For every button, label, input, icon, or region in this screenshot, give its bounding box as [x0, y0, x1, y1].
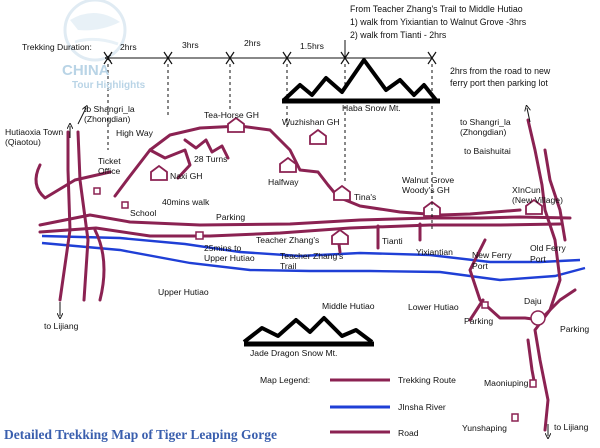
duration-label: Trekking Duration:: [22, 42, 92, 52]
label-woodys-gh: Woody's GH: [402, 185, 450, 195]
label-to-shangrila-right: to Shangri_la: [460, 117, 511, 127]
label-school: School: [130, 208, 157, 218]
maoniuping-marker: [529, 379, 537, 388]
halfway-gh-icon: [279, 156, 297, 173]
label-ticket: Ticket: [98, 156, 121, 166]
legend-swatches: [330, 378, 390, 434]
label-old-ferry-port: Port: [530, 254, 546, 264]
ticket-office-marker: [93, 187, 101, 195]
label-daju: Daju: [524, 296, 542, 306]
label-hutiaoxia: Hutiaoxia Town: [5, 127, 64, 137]
direction-arrows: [60, 108, 548, 436]
duration-segment: 2hrs: [244, 38, 261, 48]
jade-dragon-snow-mountain-icon: [242, 316, 374, 347]
watermark-globe-icon: [63, 0, 127, 62]
label-tianti: Tianti: [382, 236, 403, 246]
watermark-sub: Tour Highlights: [72, 80, 146, 91]
label-parking-daju: Parking: [560, 324, 590, 334]
label-old-ferry: Old Ferry: [530, 243, 566, 253]
label-hutiaoxia-sub: (Qiaotou): [5, 137, 41, 147]
trail-note-heading: From Teacher Zhang's Trail to Middle Hut…: [350, 4, 523, 14]
label-parking-mid: Parking: [216, 212, 246, 222]
label-naxi-gh: Naxi GH: [170, 171, 203, 181]
parking-lower-marker: [481, 301, 489, 309]
label-ticket-office: Office: [98, 166, 121, 176]
teacher-zhangs-gh-icon: [331, 228, 349, 245]
road-note-line2: ferry port then parking lot: [450, 78, 548, 88]
tinas-gh-icon: [333, 184, 351, 201]
yunshaping-marker: [511, 413, 519, 422]
label-tea-horse-gh: Tea-Horse GH: [204, 110, 259, 120]
label-to-lijiang-right: to Lijiang: [554, 422, 589, 432]
guesthouse-icons: [150, 116, 543, 245]
label-xincun: XInCun: [512, 185, 541, 195]
label-maoniuping: Maoniuping: [484, 378, 529, 388]
label-teacher-zhangs-trail: Teacher Zhang's: [280, 251, 344, 261]
trail-note-line2: 2) walk from Tianti - 2hrs: [350, 30, 447, 40]
parking-mid-marker: [195, 231, 204, 240]
label-wuzhishan-gh: Wuzhishan GH: [282, 117, 340, 127]
label-new-ferry-port: Port: [472, 261, 488, 271]
label-upper-hutiao-25: Upper Hutiao: [204, 253, 255, 263]
tea-horse-gh-icon: [227, 116, 245, 133]
watermark-name: CHINA: [62, 62, 110, 79]
label-halfway: Halfway: [268, 177, 299, 187]
label-28-turns: 28 Turns: [194, 154, 228, 164]
label-middle-hutiao: Middle Hutiao: [322, 301, 375, 311]
xincun-gh-icon: [525, 198, 543, 215]
label-walnut-grove: Walnut Grove: [402, 175, 455, 185]
map-title: Detailed Trekking Map of Tiger Leaping G…: [4, 427, 278, 442]
label-parking-lower: Parking: [464, 316, 494, 326]
label-new-ferry: New Ferry: [472, 250, 512, 260]
jinsha-river: [41, 234, 586, 282]
point-markers: [93, 187, 546, 422]
daju-marker: [530, 310, 546, 326]
label-yixiantian: Yixiantian: [416, 247, 453, 257]
haba-snow-mt-label: Haba Snow Mt.: [342, 103, 401, 113]
label-teacher-zhangs-trail-sub: Trail: [280, 261, 297, 271]
naxi-gh-icon: [150, 164, 168, 181]
label-new-village: (New Village): [512, 195, 563, 205]
school-marker: [121, 201, 129, 209]
legend-item-label: JInsha River: [398, 402, 446, 412]
label-tinas: Tina's: [354, 192, 377, 202]
duration-segment: 3hrs: [182, 40, 199, 50]
legend-item-label: Trekking Route: [398, 375, 456, 385]
label-walk-40: 40mins walk: [162, 197, 210, 207]
label-to-baishuitai: to Baishuitai: [464, 146, 511, 156]
legend-item-label: Road: [398, 428, 419, 438]
road-note-line1: 2hrs from the road to new: [450, 66, 551, 76]
wuzhishan-gh-icon: [309, 128, 327, 145]
label-lower-hutiao: Lower Hutiao: [408, 302, 459, 312]
label-yunshaping: Yunshaping: [462, 423, 507, 433]
label-to-shangrila-left: to Shangri_la: [84, 104, 135, 114]
duration-timeline: [103, 40, 437, 230]
label-to-shangrila-right-sub: (Zhongdian): [460, 127, 507, 137]
duration-segment: 2hrs: [120, 42, 137, 52]
jade-dragon-snow-mt-label: Jade Dragon Snow Mt.: [250, 348, 338, 358]
label-to-lijiang-left: to Lijiang: [44, 321, 79, 331]
duration-segment: 1.5hrs: [300, 41, 324, 51]
trail-note-line1: 1) walk from Yixiantian to Walnut Grove …: [350, 17, 527, 27]
label-to-shangrila-left-sub: (Zhongdian): [84, 114, 131, 124]
label-upper-hutiao: Upper Hutiao: [158, 287, 209, 297]
legend-heading: Map Legend:: [260, 375, 311, 385]
label-teacher-zhangs: Teacher Zhang's: [256, 235, 320, 245]
label-highway: High Way: [116, 128, 153, 138]
trekking-routes: [34, 118, 577, 432]
label-25-mins: 25mins to: [204, 243, 242, 253]
haba-snow-mountain-icon: [282, 58, 440, 104]
